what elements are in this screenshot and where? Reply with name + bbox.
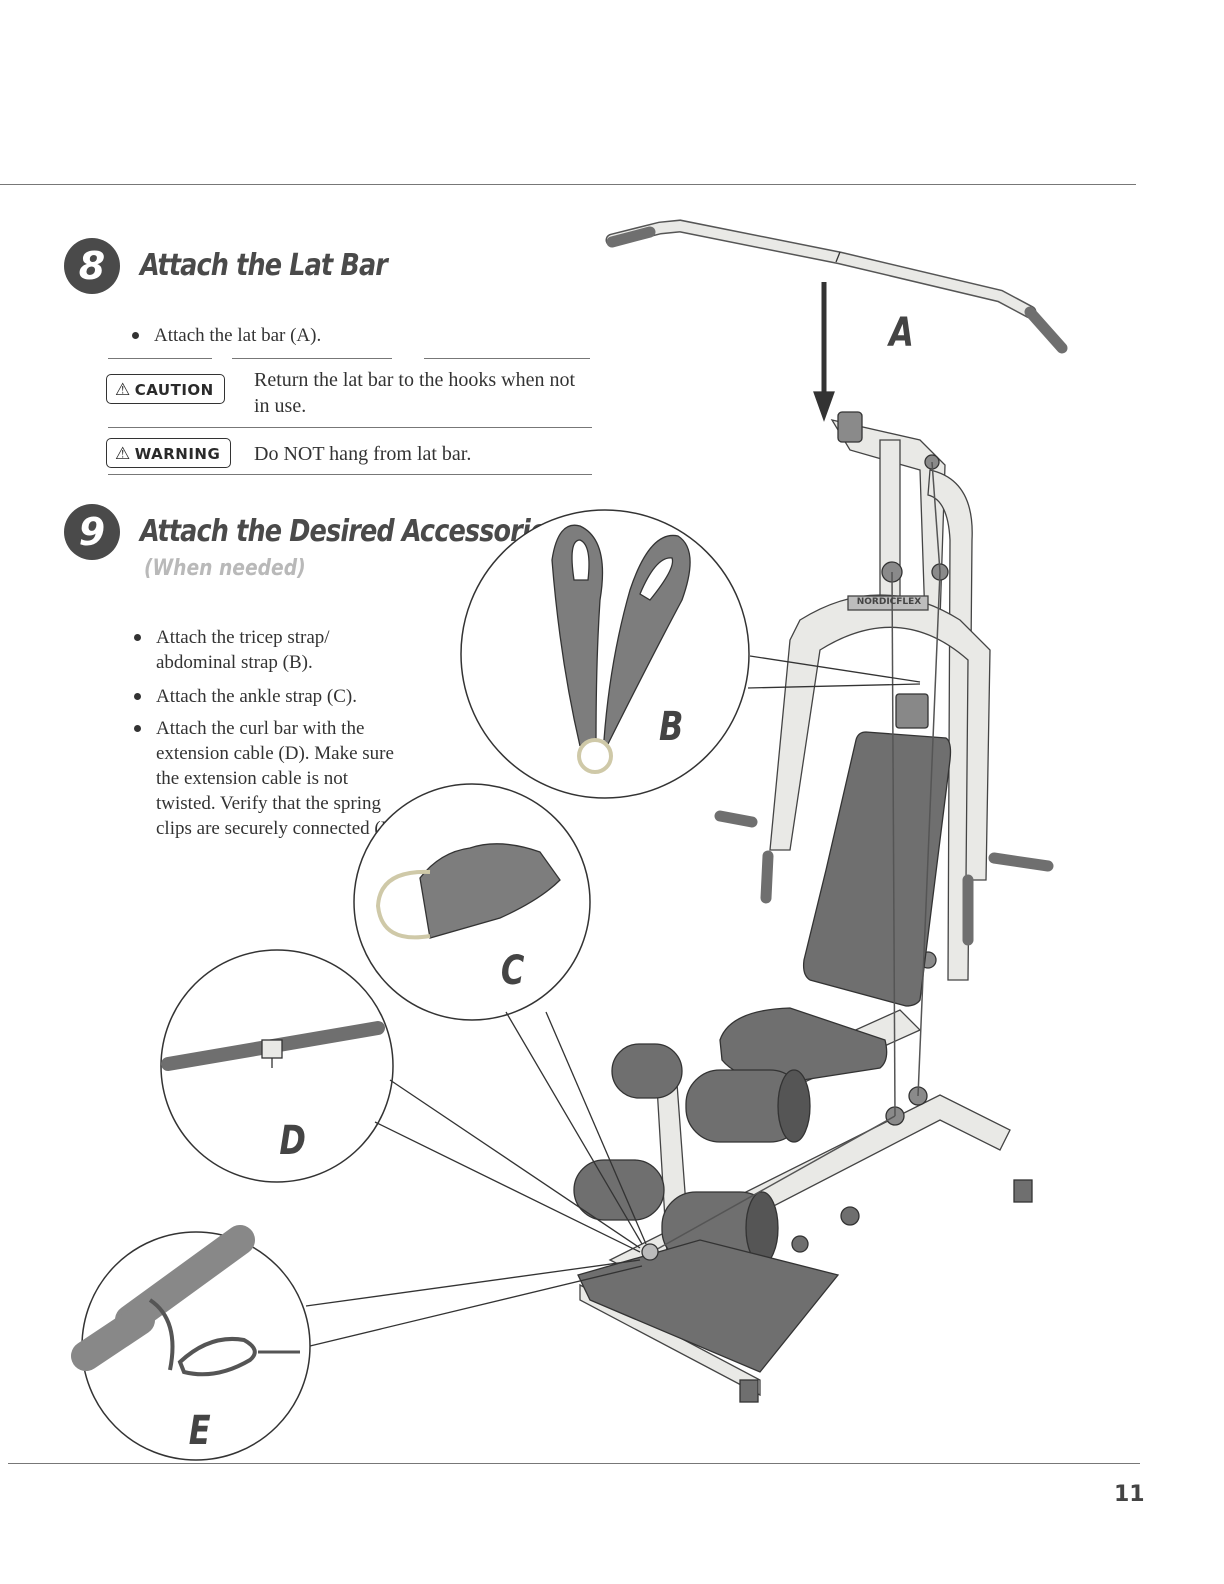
attach-arrow-icon — [813, 282, 835, 422]
step-9-bullet-1: Attach the tricep strap/ abdominal strap… — [134, 625, 366, 675]
frame-feet — [739, 1179, 1033, 1403]
callout-b — [460, 509, 921, 799]
low-pulley — [641, 1243, 659, 1261]
warning-triangle-icon: ⚠ — [115, 444, 131, 464]
lat-bar — [605, 219, 1068, 354]
back-pad — [802, 731, 952, 1007]
leg-rollers — [573, 1043, 811, 1265]
callout-label-b: B — [659, 704, 684, 750]
brand-label: NORDICFLEX — [856, 597, 922, 607]
callout-label-e: E — [188, 1408, 211, 1454]
step-8-title: Attach the Lat Bar — [140, 248, 388, 283]
warning-label: WARNING — [134, 445, 221, 463]
callout-e — [71, 1225, 643, 1461]
warning-badge: ⚠WARNING — [106, 438, 232, 468]
callout-d — [160, 949, 641, 1253]
step-8-divider-5 — [108, 474, 592, 475]
callout-c — [353, 783, 647, 1245]
brand-plate — [847, 595, 929, 611]
caution-label: CAUTION — [134, 381, 214, 399]
bottom-rule — [8, 1463, 1140, 1464]
step-9-title: Attach the Desired Accessories — [140, 514, 561, 549]
caution-text: Return the lat bar to the hooks when not… — [254, 369, 576, 417]
step-8-number: 8 — [64, 238, 120, 294]
step-8-divider-4 — [108, 427, 592, 428]
callout-label-d: D — [279, 1118, 306, 1164]
cables — [651, 461, 941, 1253]
caution-badge: ⚠CAUTION — [106, 374, 225, 404]
step-8-divider-3 — [424, 358, 590, 359]
press-grips — [714, 810, 1054, 946]
callout-label-a: A — [889, 310, 914, 356]
step-9-bullet-3: Attach the curl bar with the extension c… — [134, 716, 411, 841]
display-unit — [895, 693, 929, 729]
step-9-subtitle: (When needed) — [144, 556, 306, 581]
top-rule — [0, 184, 1136, 185]
caution-triangle-icon: ⚠ — [115, 380, 131, 400]
step-8-divider-1 — [108, 358, 212, 359]
step-8-bullet-1: Attach the lat bar (A). — [132, 323, 554, 348]
page-number: 11 — [1114, 1482, 1145, 1507]
foot-plate — [577, 1239, 840, 1373]
step-9-bullet-2: Attach the ankle strap (C). — [134, 684, 416, 709]
step-9-number: 9 — [64, 504, 120, 560]
step-8-divider-2 — [232, 358, 392, 359]
callout-label-c: C — [500, 948, 525, 994]
warning-text: Do NOT hang from lat bar. — [254, 443, 472, 465]
